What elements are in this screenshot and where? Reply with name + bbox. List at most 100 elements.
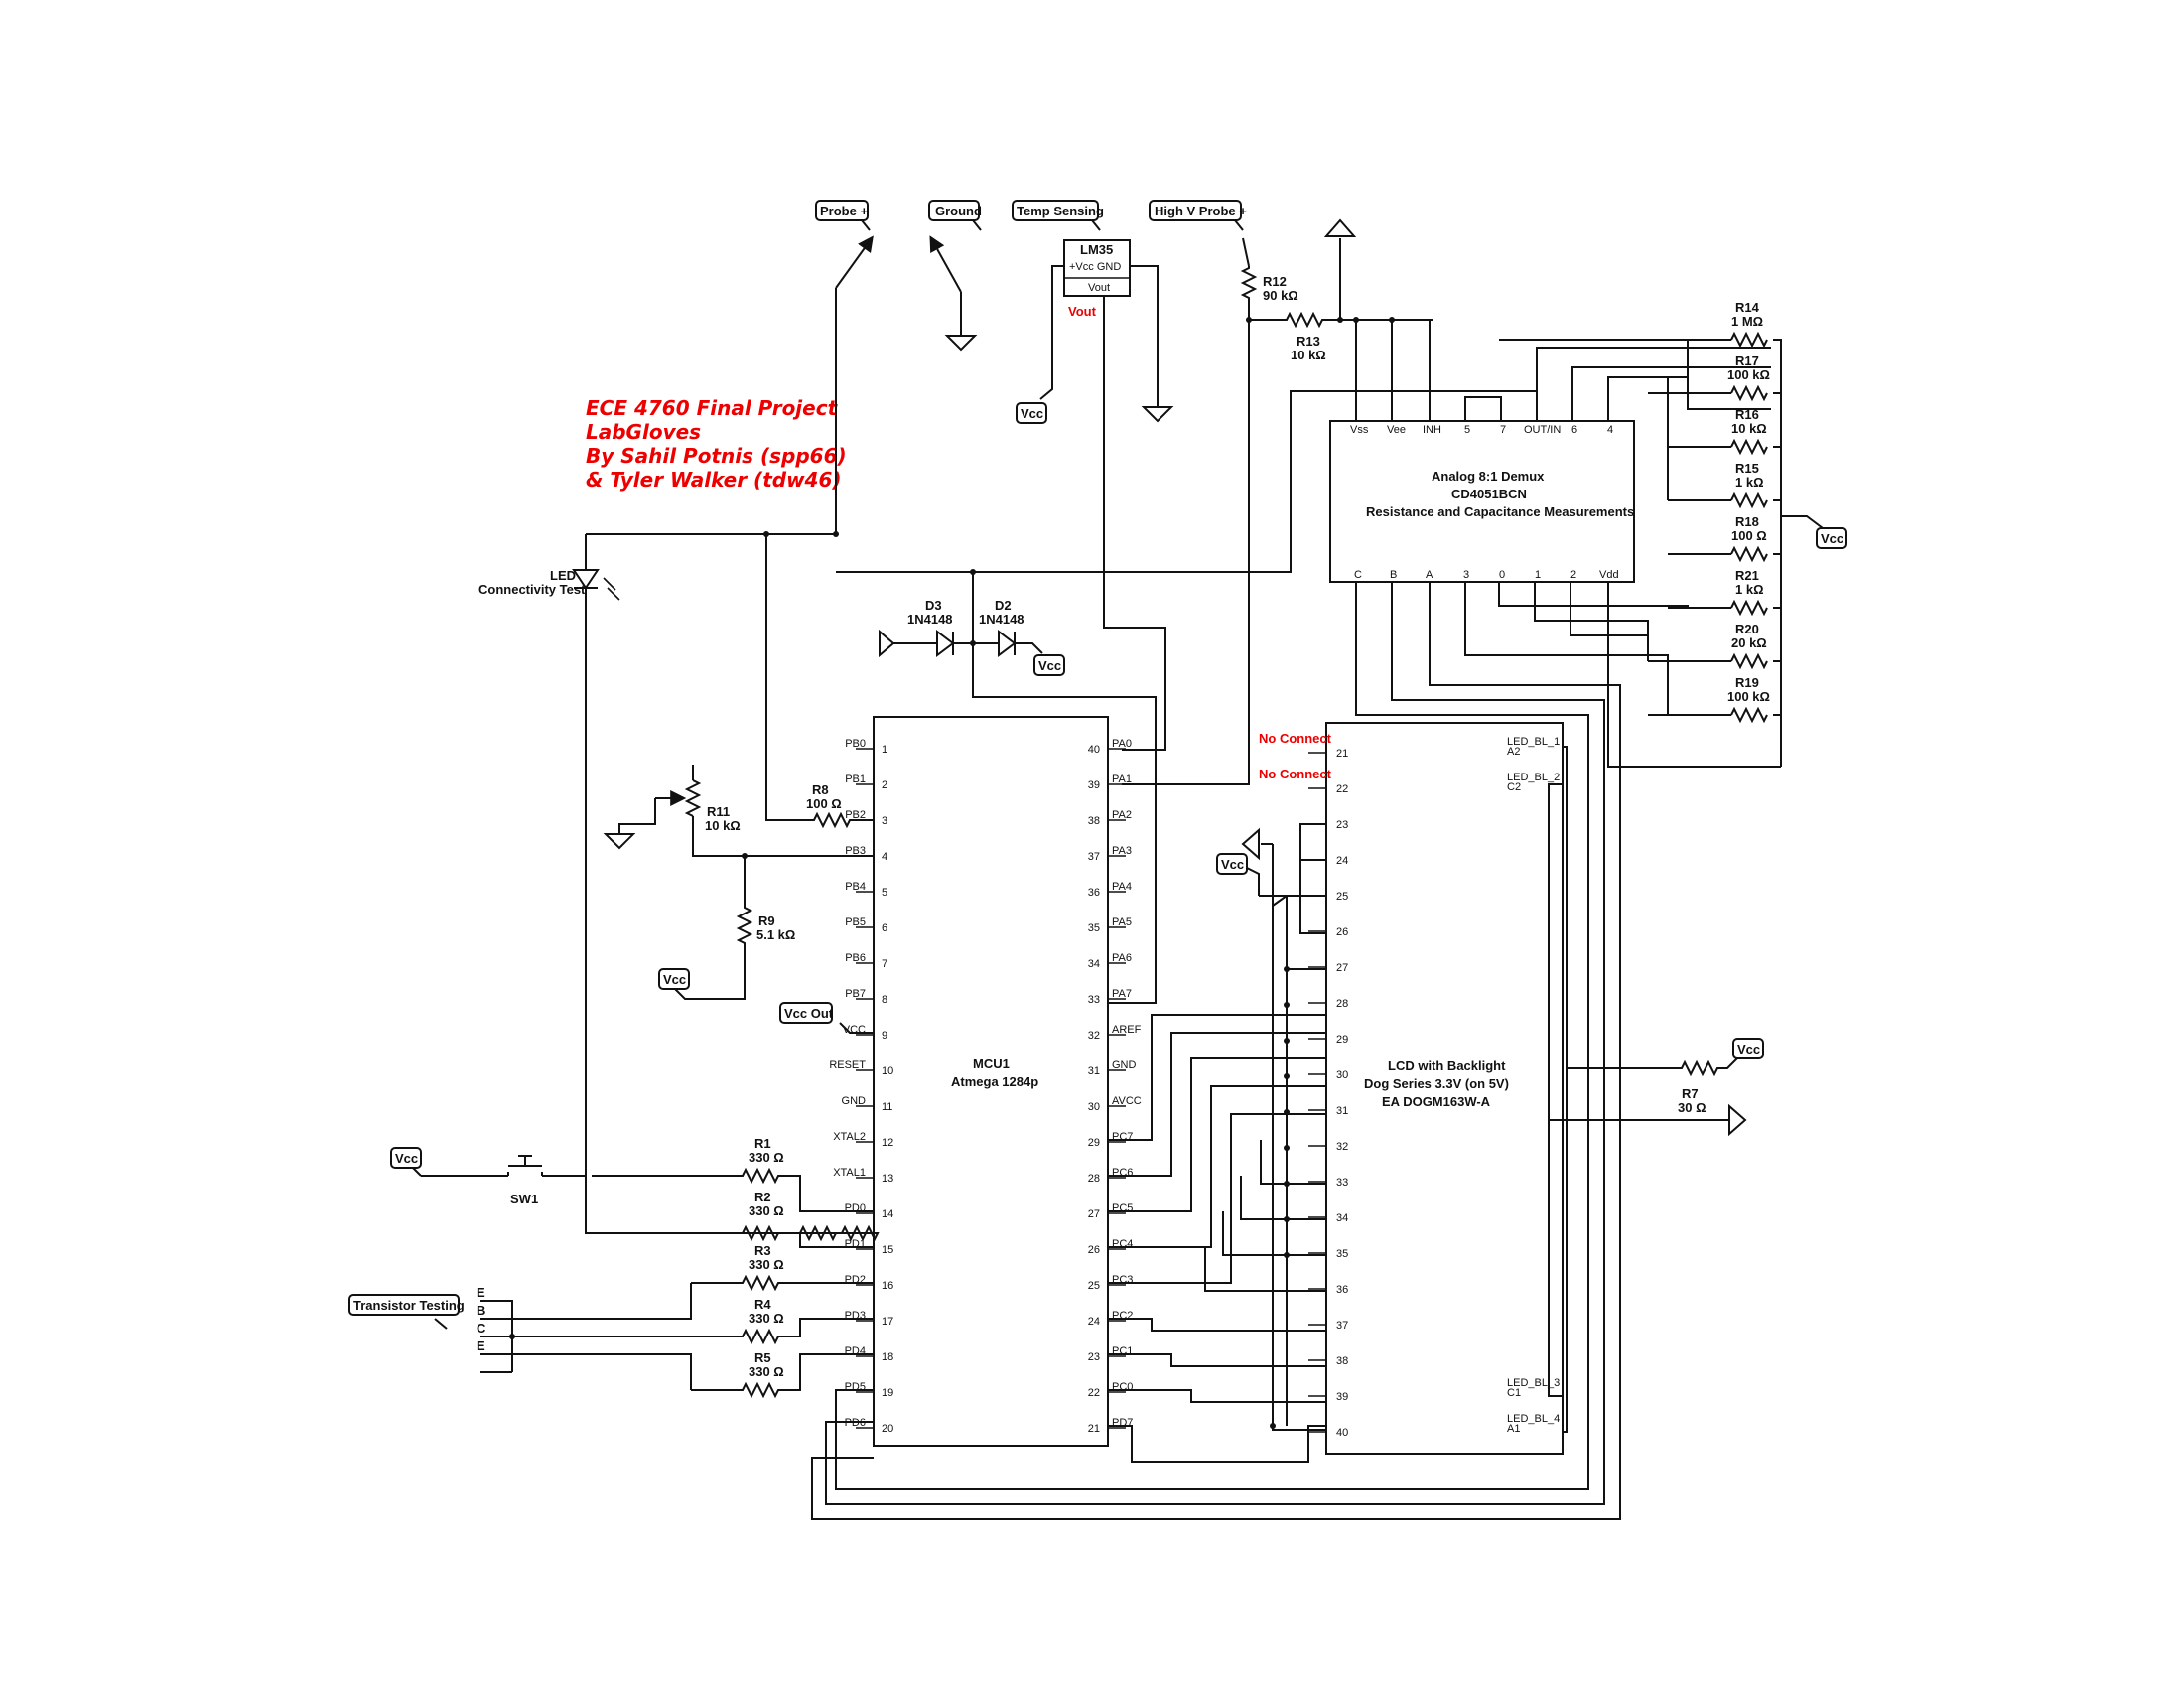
svg-text:R12: R12 bbox=[1263, 274, 1287, 289]
mcu-pin-name: PB0 bbox=[845, 738, 866, 750]
svg-text:LED_BL_2: LED_BL_2 bbox=[1507, 772, 1560, 783]
vcc-tag-r9: Vcc bbox=[658, 968, 690, 990]
mcu-pin-number: 21 bbox=[1088, 1423, 1100, 1435]
svg-text:0: 0 bbox=[1499, 569, 1505, 581]
ground-symbol-r11 bbox=[603, 833, 636, 850]
lcd-pin-number: 37 bbox=[1336, 1320, 1348, 1332]
ground-symbol-lcd bbox=[1728, 1103, 1747, 1137]
lm35-vout-label: Vout bbox=[1068, 304, 1097, 319]
lcd-right-pins: LED_BL_1 A2 LED_BL_2 C2 LED_BL_3 C1 LED_… bbox=[1507, 736, 1560, 1435]
mcu-pin-number: 13 bbox=[882, 1173, 893, 1185]
d3-label: D3 bbox=[925, 598, 942, 613]
mcu-pin-name: AREF bbox=[1112, 1024, 1142, 1036]
mcu-pin-name: PB4 bbox=[845, 881, 866, 893]
svg-text:100 Ω: 100 Ω bbox=[1731, 528, 1767, 543]
lcd-pin-number: 29 bbox=[1336, 1034, 1348, 1046]
r8-value: 100 Ω bbox=[806, 796, 842, 811]
svg-text:Vcc: Vcc bbox=[1021, 406, 1043, 421]
svg-text:Vdd: Vdd bbox=[1599, 569, 1619, 581]
r1-value: 330 Ω bbox=[749, 1150, 784, 1165]
r7-label: R7 bbox=[1682, 1086, 1699, 1101]
mcu-pin-name: RESET bbox=[829, 1059, 866, 1071]
mcu-pin-number: 26 bbox=[1088, 1244, 1100, 1256]
mcu-pin-number: 10 bbox=[882, 1065, 893, 1077]
lcd-pin-number: 22 bbox=[1336, 783, 1348, 795]
diode-d3 bbox=[921, 630, 973, 657]
svg-text:10 kΩ: 10 kΩ bbox=[1291, 348, 1326, 362]
svg-text:100 kΩ: 100 kΩ bbox=[1727, 367, 1770, 382]
svg-text:Probe +: Probe + bbox=[820, 204, 868, 218]
title-line-3: By Sahil Potnis (spp66) bbox=[586, 444, 847, 468]
svg-text:High V Probe +: High V Probe + bbox=[1155, 204, 1247, 218]
svg-text:R18: R18 bbox=[1735, 514, 1759, 529]
no-connect-22: No Connect bbox=[1259, 767, 1332, 781]
svg-text:Resistance and Capacitance Mea: Resistance and Capacitance Measurements bbox=[1366, 504, 1634, 519]
mcu-pin-name: PA2 bbox=[1112, 809, 1132, 821]
mcu-pin-number: 11 bbox=[882, 1101, 892, 1113]
r9-value: 5.1 kΩ bbox=[756, 927, 795, 942]
r2-label: R2 bbox=[754, 1190, 771, 1204]
transistor-testing-tag: Transistor Testing bbox=[348, 1294, 465, 1316]
mcu-pin-number: 33 bbox=[1088, 994, 1100, 1006]
mcu-pin-number: 39 bbox=[1088, 779, 1100, 791]
r4-label: R4 bbox=[754, 1297, 771, 1312]
svg-text:LED_BL_3: LED_BL_3 bbox=[1507, 1377, 1560, 1389]
mcu-pin-number: 9 bbox=[882, 1030, 887, 1042]
svg-text:1 kΩ: 1 kΩ bbox=[1735, 582, 1764, 597]
mcu-pin-number: 20 bbox=[882, 1423, 893, 1435]
svg-text:C: C bbox=[1354, 569, 1362, 581]
vdd-symbol bbox=[1323, 218, 1357, 237]
svg-text:EA DOGM163W-A: EA DOGM163W-A bbox=[1382, 1094, 1491, 1109]
high-v-probe-tag: High V Probe + bbox=[1149, 200, 1247, 231]
svg-text:C2: C2 bbox=[1507, 781, 1521, 793]
svg-text:Vcc Out: Vcc Out bbox=[784, 1006, 834, 1021]
ground-tag: Ground bbox=[928, 200, 982, 231]
svg-text:Transistor Testing: Transistor Testing bbox=[353, 1298, 465, 1313]
mcu-pin-name: PA4 bbox=[1112, 881, 1132, 893]
svg-text:Vcc: Vcc bbox=[1221, 857, 1244, 872]
svg-text:R14: R14 bbox=[1735, 300, 1760, 315]
mcu-pin-name: XTAL1 bbox=[833, 1167, 866, 1179]
lcd-pin-number: 30 bbox=[1336, 1069, 1348, 1081]
vcc-tag-lcd: Vcc bbox=[1216, 853, 1248, 875]
vcc-tag-bank: Vcc bbox=[1816, 527, 1847, 549]
r3-value: 330 Ω bbox=[749, 1257, 784, 1272]
svg-text:Analog 8:1 Demux: Analog 8:1 Demux bbox=[1432, 469, 1545, 484]
lcd-pin-number: 32 bbox=[1336, 1141, 1348, 1153]
mcu-pin-name: PA7 bbox=[1112, 988, 1132, 1000]
vcc-tag-d2: Vcc bbox=[1033, 654, 1065, 676]
r2-value: 330 Ω bbox=[749, 1203, 784, 1218]
svg-text:R13: R13 bbox=[1297, 334, 1320, 349]
mcu-pin-number: 3 bbox=[882, 815, 887, 827]
r5-label: R5 bbox=[754, 1350, 771, 1365]
vcc-out-tag: Vcc Out bbox=[779, 1002, 834, 1024]
svg-text:Ground: Ground bbox=[935, 204, 982, 218]
svg-text:R20: R20 bbox=[1735, 622, 1759, 636]
lcd-pin-number: 27 bbox=[1336, 962, 1348, 974]
mcu-pin-name: PA3 bbox=[1112, 845, 1132, 857]
mcu-pin-name: PA0 bbox=[1112, 738, 1132, 750]
svg-text:R16: R16 bbox=[1735, 407, 1759, 422]
svg-text:C: C bbox=[477, 1321, 486, 1336]
svg-text:20 kΩ: 20 kΩ bbox=[1731, 635, 1767, 650]
mcu-pin-number: 34 bbox=[1088, 958, 1100, 970]
ground-symbol-lm35 bbox=[1141, 406, 1174, 423]
vcc-tag-lm35: Vcc bbox=[1016, 402, 1047, 424]
svg-text:Vss: Vss bbox=[1350, 424, 1369, 436]
svg-text:Vcc: Vcc bbox=[1737, 1042, 1760, 1056]
potentiometer-r11 bbox=[684, 779, 702, 817]
mcu-pin-name: XTAL2 bbox=[833, 1131, 866, 1143]
title-line-4: & Tyler Walker (tdw46) bbox=[586, 468, 842, 492]
mcu-pin-number: 19 bbox=[882, 1387, 893, 1399]
mcu-pin-number: 31 bbox=[1088, 1065, 1100, 1077]
lm35-sensor: LM35 +Vcc GND Vout bbox=[1063, 239, 1131, 297]
r5-value: 330 Ω bbox=[749, 1364, 784, 1379]
mcu-pin-number: 32 bbox=[1088, 1030, 1100, 1042]
r9-label: R9 bbox=[758, 914, 775, 928]
demux-chip: Analog 8:1 Demux CD4051BCN Resistance an… bbox=[1329, 420, 1635, 583]
r11-label: R11 bbox=[707, 804, 730, 819]
svg-text:Vcc: Vcc bbox=[1821, 531, 1843, 546]
mcu-pin-number: 4 bbox=[882, 851, 887, 863]
d2-label: D2 bbox=[995, 598, 1012, 613]
